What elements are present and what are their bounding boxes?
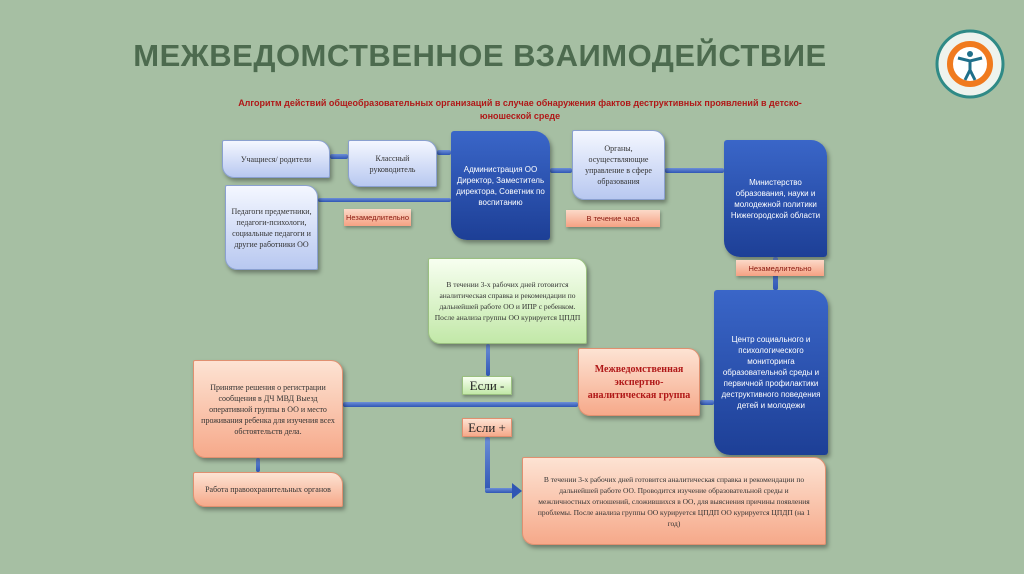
node-center: Центр социального и психологического мон… xyxy=(714,290,828,455)
node-authorities: Органы, осуществляющие управление в сфер… xyxy=(572,130,665,200)
arrowhead-icon xyxy=(512,483,522,499)
diagram-subtitle: Алгоритм действий общеобразовательных ор… xyxy=(238,98,802,121)
arrow-to-green-note xyxy=(486,344,490,376)
slide-title: МЕЖВЕДОМСТВЕННОЕ ВЗАИМОДЕЙСТВИЕ xyxy=(133,38,827,73)
arrow-authorities-to-ministry xyxy=(665,168,724,173)
node-bottom-note: В течении 3-х рабочих дней готовится ана… xyxy=(522,457,826,545)
logo xyxy=(925,28,1015,100)
arrow-center-to-group xyxy=(700,400,714,405)
node-ministry: Министерство образования, науки и молоде… xyxy=(724,140,827,257)
tag-immediately: Незамедлительно xyxy=(344,209,411,226)
arrow-students-to-teacher xyxy=(330,154,348,159)
arrow-group-to-police xyxy=(343,402,578,407)
arrow-teacher-to-admin xyxy=(437,150,451,155)
node-police-decision: Принятие решения о регистрации сообщения… xyxy=(193,360,343,458)
node-class-teacher: Классный руководитель xyxy=(348,140,437,187)
arrow-admin-to-authorities xyxy=(550,168,572,173)
node-students: Учащиеся/ родители xyxy=(222,140,330,178)
tag-within-hour: В течение часа xyxy=(566,210,660,227)
node-law-enforcement: Работа правоохранительных органов xyxy=(193,472,343,507)
arrow-plus-down xyxy=(485,437,490,492)
tag-immediately-2: Незамедлительно xyxy=(736,260,824,276)
node-green-note: В течении 3-х рабочих дней готовится ана… xyxy=(428,258,587,344)
node-teachers: Педагоги предметники, педагоги-психологи… xyxy=(225,185,318,270)
branch-plus: Если + xyxy=(462,418,512,437)
branch-minus: Если - xyxy=(462,376,512,395)
arrow-police-to-law xyxy=(256,458,260,472)
node-admin: Администрация ОО Директор, Заместитель д… xyxy=(451,131,550,240)
arrow-teachers-to-admin xyxy=(318,198,451,202)
node-expert-group: Межведомственная экспертно-аналитическая… xyxy=(578,348,700,416)
arrow-plus-right xyxy=(485,488,515,493)
